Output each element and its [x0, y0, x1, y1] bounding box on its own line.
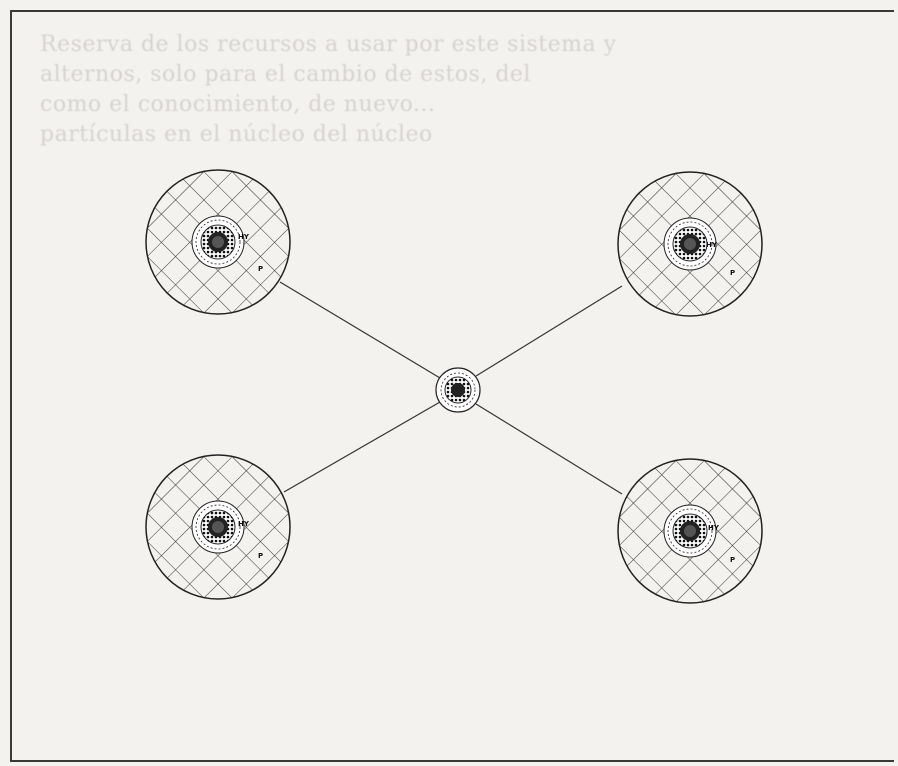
line-top-right	[476, 286, 622, 376]
node-top-left: HY P	[146, 170, 290, 314]
label-p: P	[730, 556, 735, 564]
label-p: P	[258, 265, 263, 273]
label-p: P	[258, 552, 263, 560]
label-hy: HY	[238, 233, 250, 241]
node-top-right: HY P	[618, 172, 762, 316]
label-p: P	[730, 269, 735, 277]
center-hub	[436, 368, 480, 412]
label-hy: HY	[708, 524, 720, 532]
line-top-left	[280, 282, 440, 378]
line-bottom-right	[476, 404, 622, 494]
line-bottom-left	[284, 402, 440, 492]
label-hy: HY	[706, 241, 718, 249]
node-bottom-right: HY P	[618, 459, 762, 603]
node-bottom-left: HY P	[146, 455, 290, 599]
label-hy: HY	[238, 520, 250, 528]
